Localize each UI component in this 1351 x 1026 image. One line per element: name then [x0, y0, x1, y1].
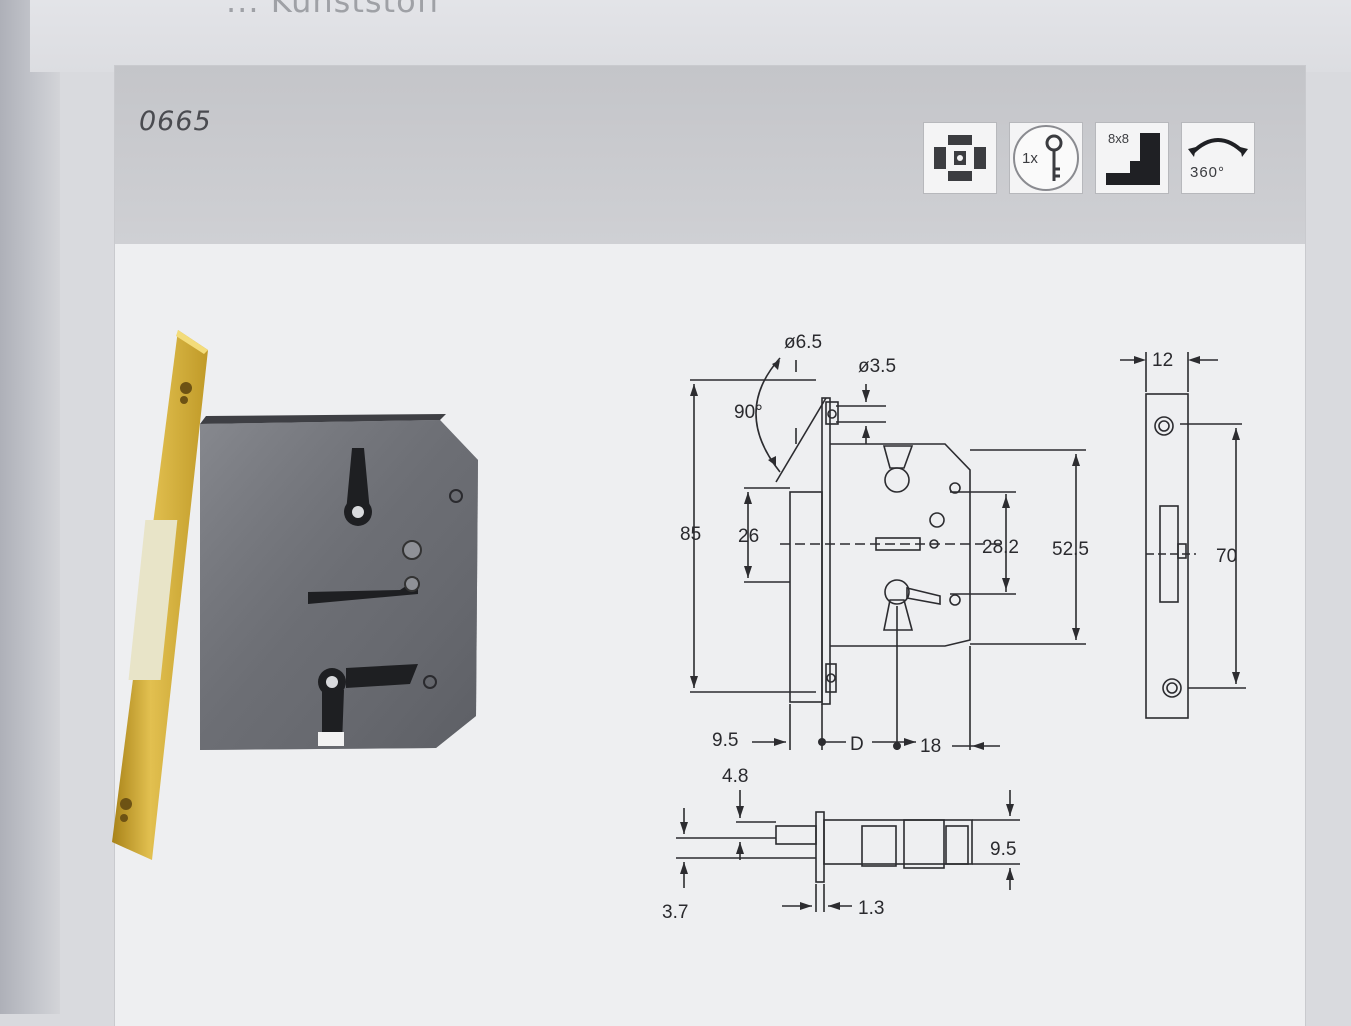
page-shadow-left [0, 0, 60, 1014]
card-header: 0665 [115, 66, 1305, 244]
dim-offset-bottom: 3.7 [662, 902, 688, 923]
lock-render [112, 330, 478, 860]
bolt-view-labels: 4.8 3.7 1.3 9.5 [662, 766, 1016, 923]
dim-keyhole-spacing: 28.2 [982, 537, 1019, 558]
bolt-view [676, 790, 1020, 912]
dim-height-total: 85 [680, 524, 701, 545]
dim-offset-top: 4.8 [722, 766, 748, 787]
product-code: 0665 [139, 106, 212, 137]
dim-backset: D [850, 734, 864, 755]
dim-width: 12 [1152, 350, 1173, 371]
front-view-labels: ø6.5 ø3.5 90° 85 26 28.2 52.5 9.5 D 18 [680, 332, 1089, 757]
front-view-arrows [690, 360, 1080, 750]
spindle-size-label: 8x8 [1108, 131, 1129, 146]
rotation-label: 360° [1190, 164, 1225, 181]
key-icon: 1x [1009, 122, 1083, 194]
bolt-view-arrows [680, 804, 1014, 910]
side-view-arrows [1134, 356, 1240, 684]
lock-case-icon [923, 122, 997, 194]
dim-hole-large: ø6.5 [784, 332, 822, 353]
rotation-icon: 360° [1181, 122, 1255, 194]
side-view-labels: 12 70 [1152, 350, 1237, 567]
dim-offset-left: 9.5 [712, 730, 738, 751]
dim-offset-right: 18 [920, 736, 941, 757]
dim-plate-thickness: 1.3 [858, 898, 884, 919]
dim-height-body: 52.5 [1052, 539, 1089, 560]
dim-screw-spacing: 70 [1216, 546, 1237, 567]
product-card: 0665 [115, 66, 1305, 1026]
top-heading-fragment: ... Kunststoff [226, 0, 442, 20]
top-strip: ... Kunststoff [30, 0, 1351, 72]
square-spindle-icon: 8x8 [1095, 122, 1169, 194]
dim-height-bolt: 26 [738, 526, 759, 547]
feature-icons: 1x 8x8 360° [923, 122, 1255, 194]
side-view [1120, 352, 1246, 719]
key-count-label: 1x [1022, 150, 1038, 167]
dim-bolt-height: 9.5 [990, 839, 1016, 860]
dim-hole-small: ø3.5 [858, 356, 896, 377]
front-view [690, 357, 1086, 750]
dim-angle: 90° [734, 402, 763, 423]
